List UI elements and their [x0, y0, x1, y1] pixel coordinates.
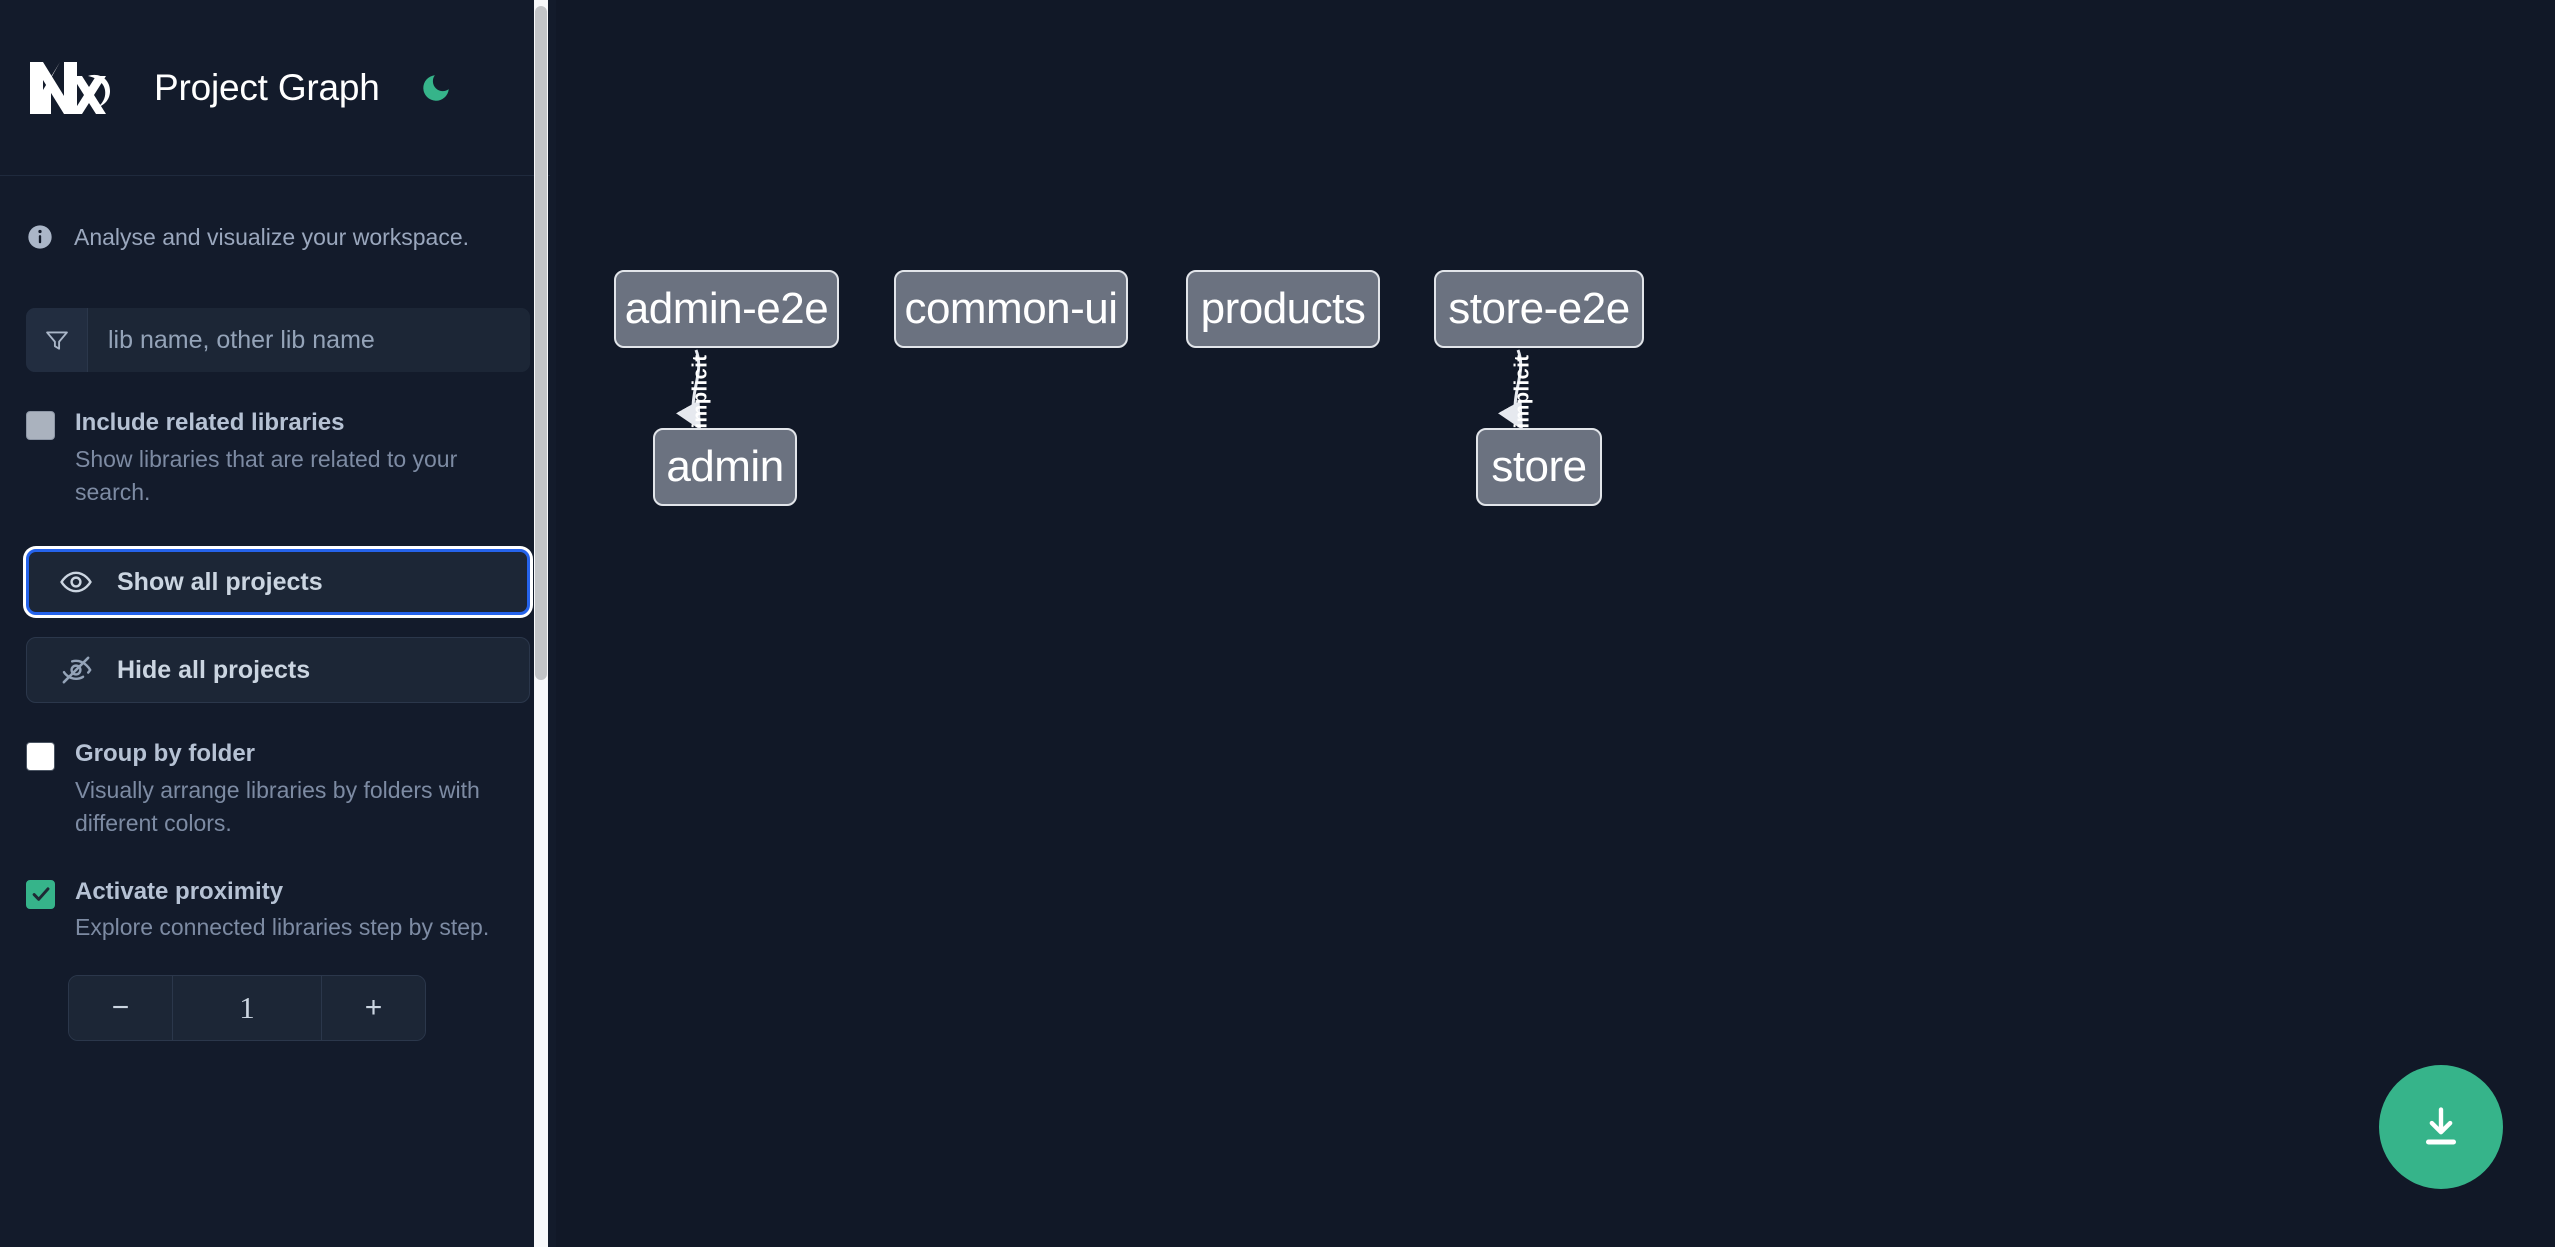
search-input[interactable]	[88, 308, 530, 372]
option-group-by-folder[interactable]: Group by folder Visually arrange librari…	[0, 737, 556, 840]
activate-proximity-checkbox[interactable]	[26, 879, 55, 909]
graph-node-admin-e2e[interactable]: admin-e2e	[614, 270, 839, 348]
sidebar: Project Graph Analyse and visualize your…	[0, 0, 556, 1247]
graph-canvas[interactable]: admin-e2e common-ui products store-e2e admin…	[556, 0, 2555, 1247]
eye-off-icon	[59, 653, 93, 687]
download-icon	[2426, 1107, 2456, 1145]
edge-store-e2e-to-store	[1497, 349, 1523, 431]
group-by-folder-checkbox[interactable]	[26, 742, 55, 772]
workspace-info-text: Analyse and visualize your workspace.	[74, 223, 470, 250]
graph-node-admin[interactable]: admin	[653, 428, 797, 506]
workspace-info: Analyse and visualize your workspace.	[0, 176, 556, 264]
proximity-increment-button[interactable]: +	[321, 975, 425, 1040]
option-activate-proximity[interactable]: Activate proximity Explore connected lib…	[0, 875, 556, 945]
download-graph-button[interactable]	[2379, 1065, 2503, 1189]
info-circle-icon	[26, 223, 54, 251]
option-body: Group by folder Visually arrange librari…	[75, 737, 530, 840]
filter-funnel-icon[interactable]	[26, 308, 88, 372]
graph-node-common-ui[interactable]: common-ui	[894, 270, 1128, 348]
edge-label-store-e2e--store: implicit	[1511, 354, 1534, 429]
option-description: Show libraries that are related to your …	[75, 445, 458, 505]
sidebar-edge	[550, 0, 556, 1247]
proximity-stepper: − 1 +	[68, 974, 426, 1041]
search-bar	[26, 308, 530, 372]
include-related-libraries-checkbox[interactable]	[26, 411, 55, 440]
show-all-projects-button[interactable]: Show all projects	[26, 549, 530, 616]
hide-all-projects-label: Hide all projects	[117, 655, 311, 684]
graph-node-store[interactable]: store	[1476, 428, 1602, 506]
proximity-value[interactable]: 1	[239, 989, 255, 1025]
edge-label-admin-e2e--admin: implicit	[689, 354, 712, 429]
graph-edges-layer	[675, 349, 1523, 431]
option-title: Include related libraries	[75, 409, 345, 436]
sidebar-scrollbar-thumb[interactable]	[535, 6, 547, 680]
eye-icon	[59, 565, 93, 599]
page-title: Project Graph	[154, 66, 380, 108]
option-include-related-libraries[interactable]: Include related libraries Show libraries…	[0, 406, 556, 509]
show-all-projects-label: Show all projects	[117, 567, 323, 596]
option-body: Include related libraries Show libraries…	[75, 406, 530, 509]
hide-all-projects-button[interactable]: Hide all projects	[26, 637, 530, 704]
option-title: Activate proximity	[75, 877, 284, 905]
project-visibility-buttons: Show all projects Hide all projects	[0, 549, 556, 704]
sidebar-header: Project Graph	[0, 0, 556, 176]
graph-node-store-e2e[interactable]: store-e2e	[1434, 270, 1644, 348]
proximity-stepper-wrap: − 1 +	[0, 974, 556, 1041]
option-description: Visually arrange libraries by folders wi…	[75, 776, 480, 837]
moon-icon[interactable]	[416, 68, 456, 108]
proximity-decrement-button[interactable]: −	[69, 975, 173, 1040]
option-description: Explore connected libraries step by step…	[75, 914, 490, 941]
edge-admin-e2e-to-admin	[675, 349, 701, 431]
option-title: Group by folder	[75, 740, 255, 768]
option-body: Activate proximity Explore connected lib…	[75, 875, 489, 945]
check-icon	[32, 887, 49, 901]
nx-logo-icon	[26, 58, 122, 118]
graph-node-products[interactable]: products	[1186, 270, 1380, 348]
